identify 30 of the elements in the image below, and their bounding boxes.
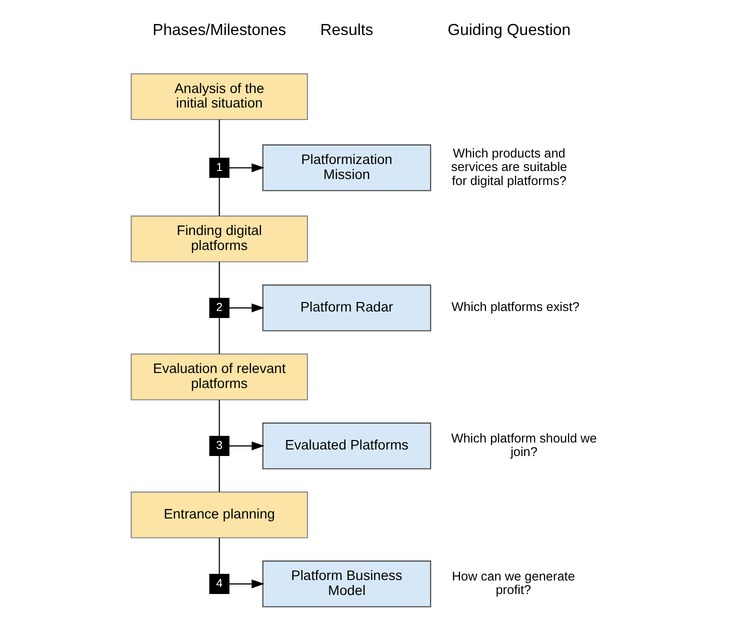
arrow	[229, 163, 264, 172]
node-box: 3	[209, 436, 230, 456]
node-label: Which platform should we join?	[451, 430, 597, 460]
label: Results	[320, 22, 374, 40]
node-label: How can we generate profit?	[452, 568, 575, 598]
node-box: 2	[209, 298, 230, 318]
node-box: 1	[209, 158, 230, 178]
node-box: Platform Radar	[262, 284, 432, 332]
arrow	[229, 441, 264, 450]
node-box: Analysis of the initial situation	[130, 73, 308, 120]
connector	[218, 120, 220, 158]
arrow	[229, 579, 264, 588]
node-box: 4	[209, 574, 230, 594]
node-box: Evaluated Platforms	[262, 422, 432, 470]
node-box: Entrance planning	[130, 492, 308, 538]
node-label: Which products and services are suitable for digital platforms?	[451, 145, 568, 188]
connector	[218, 538, 220, 574]
arrow	[229, 303, 264, 312]
label: Guiding Question	[448, 22, 571, 40]
node-label: Which platforms exist?	[452, 299, 580, 314]
node-box: Platformization Mission	[262, 144, 432, 192]
label: Phases/Milestones	[152, 22, 286, 40]
node-box: Platform Business Model	[262, 560, 432, 608]
connector	[218, 400, 220, 436]
connector	[218, 262, 220, 298]
connector	[218, 178, 220, 216]
node-box: Finding digital platforms	[130, 216, 308, 262]
connector	[218, 456, 220, 492]
node-box: Evaluation of relevant platforms	[130, 354, 308, 400]
connector	[218, 318, 220, 354]
